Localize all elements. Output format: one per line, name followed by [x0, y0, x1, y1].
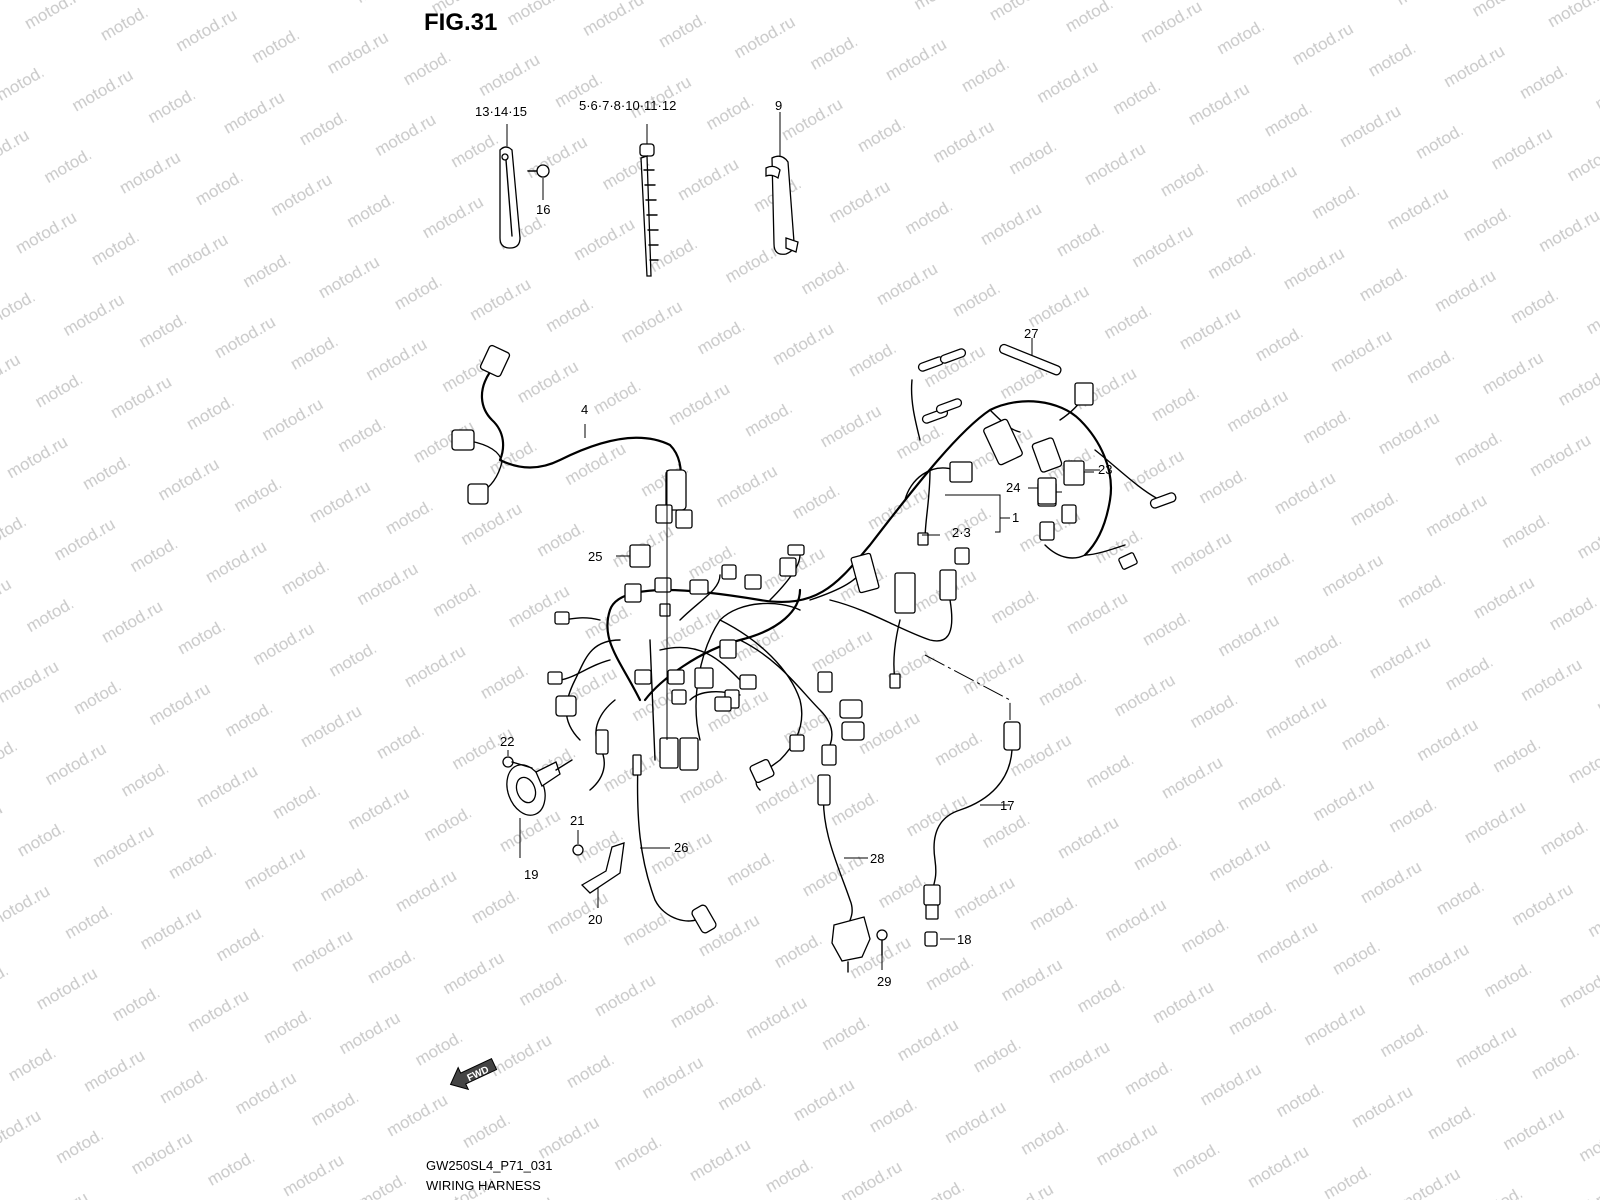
- callout-1: 1: [1012, 510, 1019, 525]
- bolt-22: [502, 750, 533, 769]
- relay-24: [1028, 477, 1057, 505]
- sub-harness-4: [451, 344, 693, 529]
- switch-28: [817, 774, 871, 973]
- figure-code: GW250SL4_P71_031: [426, 1158, 552, 1173]
- clamp-13-14-15: [499, 124, 521, 249]
- callout-18: 18: [957, 932, 971, 947]
- spark-plug-cap-26: [632, 754, 717, 934]
- tube-27: [999, 338, 1062, 376]
- relay-23: [1063, 460, 1094, 486]
- harness-connectors: [547, 348, 1177, 784]
- sensor-lead-17: [923, 721, 1021, 920]
- callout-20: 20: [588, 912, 602, 927]
- bolt-18: [924, 931, 955, 947]
- callout-23: 23: [1098, 462, 1112, 477]
- callout-29: 29: [877, 974, 891, 989]
- cable-tie-5-12: [639, 124, 659, 277]
- callout-5-12: 5·6·7·8·10·11·12: [579, 98, 676, 113]
- bracket-20: [580, 842, 625, 908]
- callout-27: 27: [1024, 326, 1038, 341]
- callout-16: 16: [536, 202, 550, 217]
- callout-26: 26: [674, 840, 688, 855]
- figure-name: WIRING HARNESS: [426, 1178, 541, 1193]
- callout-25: 25: [588, 549, 602, 564]
- callout-9: 9: [775, 98, 782, 113]
- bolt-21: [572, 830, 584, 856]
- callout-2-3: 2·3: [952, 525, 971, 540]
- callout-13-14-15: 13·14·15: [475, 104, 527, 119]
- callout-22: 22: [500, 734, 514, 749]
- callout-28: 28: [870, 851, 884, 866]
- figure-title: FIG.31: [424, 9, 497, 36]
- horn-19: [506, 759, 573, 858]
- leader-lines: [584, 424, 1100, 806]
- callout-19: 19: [524, 867, 538, 882]
- clamp-9: [765, 112, 799, 255]
- callout-17: 17: [1000, 798, 1014, 813]
- callout-21: 21: [570, 813, 584, 828]
- callout-4: 4: [581, 402, 588, 417]
- callout-24: 24: [1006, 480, 1020, 495]
- bolt-29: [876, 929, 888, 970]
- callout-labels: 13·14·15 16 5·6·7·8·10·11·12 9 27 4 23 2…: [475, 98, 1112, 989]
- screw-16: [527, 164, 550, 200]
- relay-25: [616, 544, 651, 568]
